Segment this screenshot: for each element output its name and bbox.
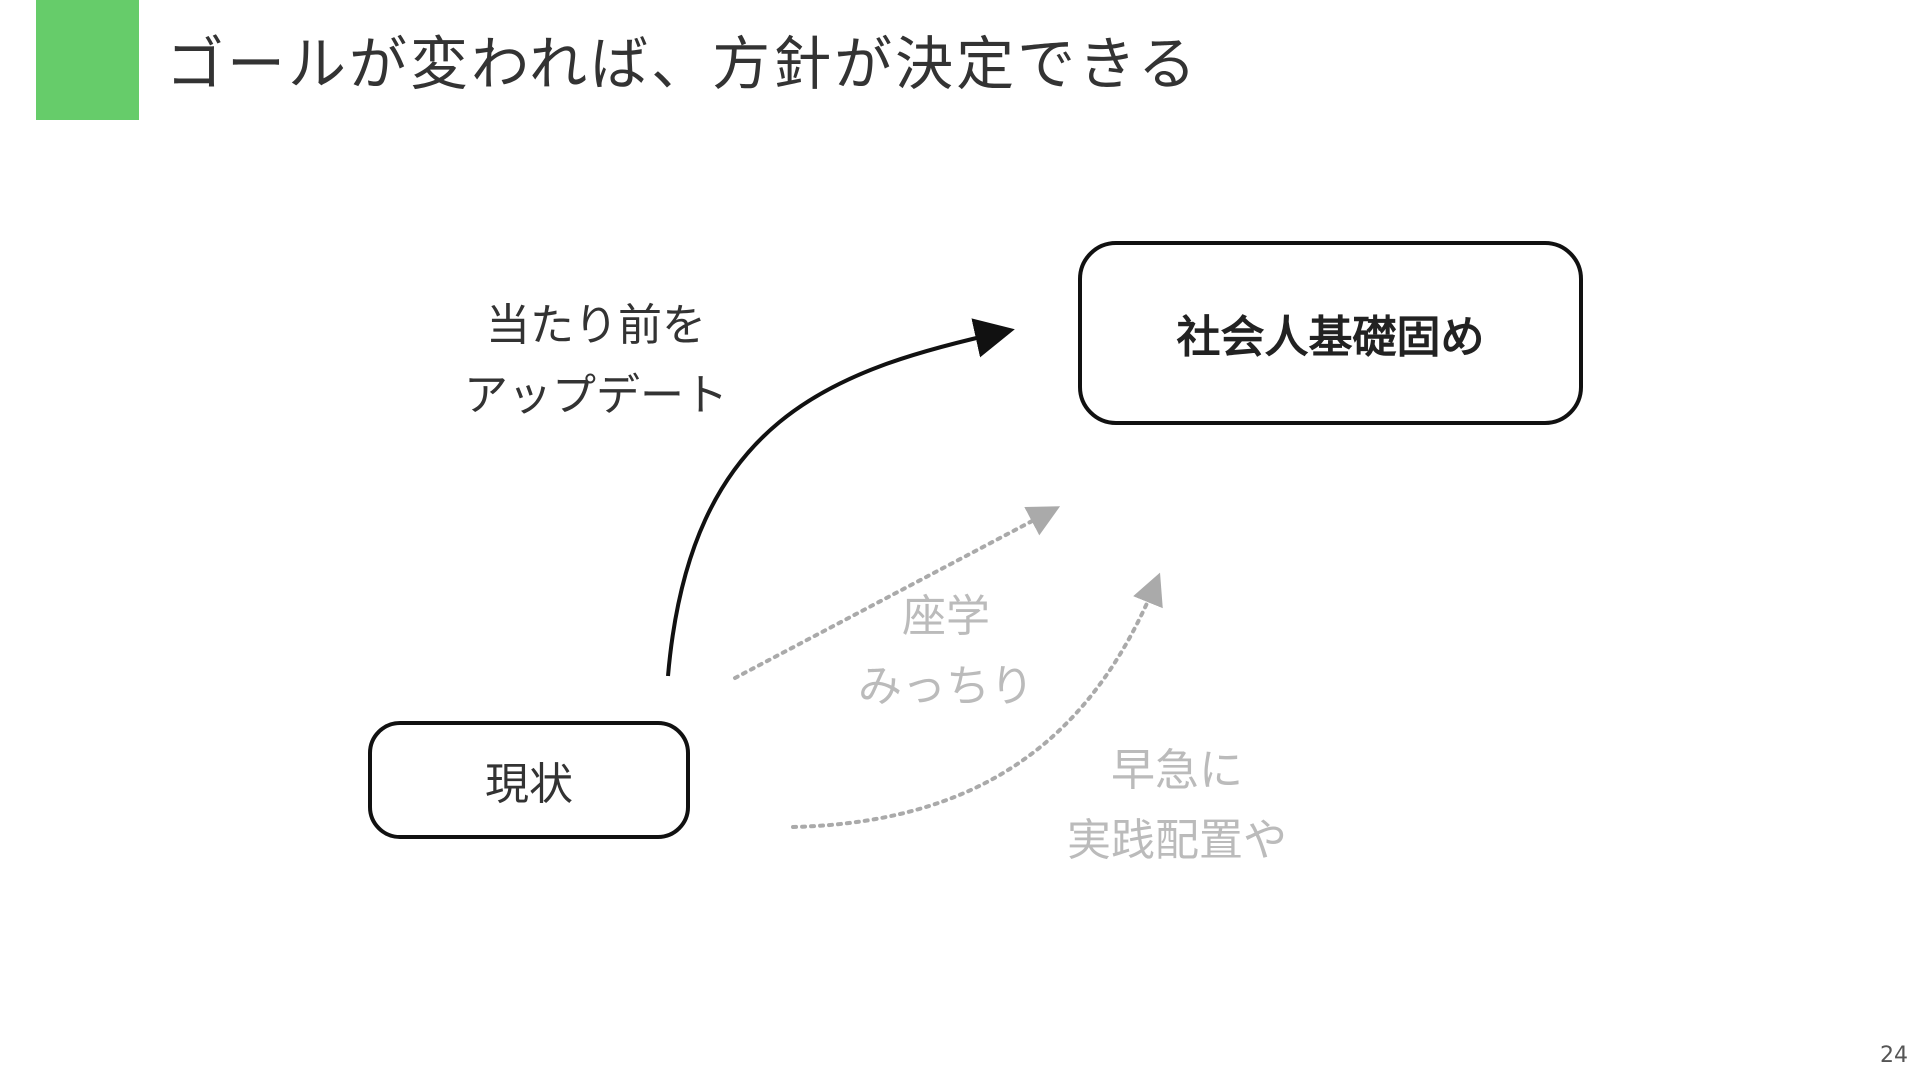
current-state-node: 現状 [368,721,690,839]
main-path-label: 当たり前を アップデート [464,291,728,431]
fast-path-label: 早急に 実践配置や [1067,736,1287,876]
main-path-label-line2: アップデート [464,370,728,421]
current-state-label: 現状 [485,759,573,810]
goal-node: 社会人基礎固め [1078,241,1583,425]
fast-path-arrow [791,572,1163,829]
slide-title: ゴールが変われば、方針が決定できる [166,30,1199,98]
page-number: 24 [1880,1043,1908,1068]
main-path-label-line1: 当たり前を [486,300,706,351]
study-path-label-line2: みっちり [858,661,1034,712]
goal-label: 社会人基礎固め [1176,312,1485,363]
study-path-label-line1: 座学 [902,591,990,642]
title-accent-block [36,0,139,120]
main-path-arrow [666,318,1015,677]
study-path-label: 座学 みっちり [858,582,1034,722]
fast-path-label-line2: 実践配置や [1067,815,1287,866]
study-path-arrow [733,506,1061,680]
fast-path-label-line1: 早急に [1111,745,1243,796]
